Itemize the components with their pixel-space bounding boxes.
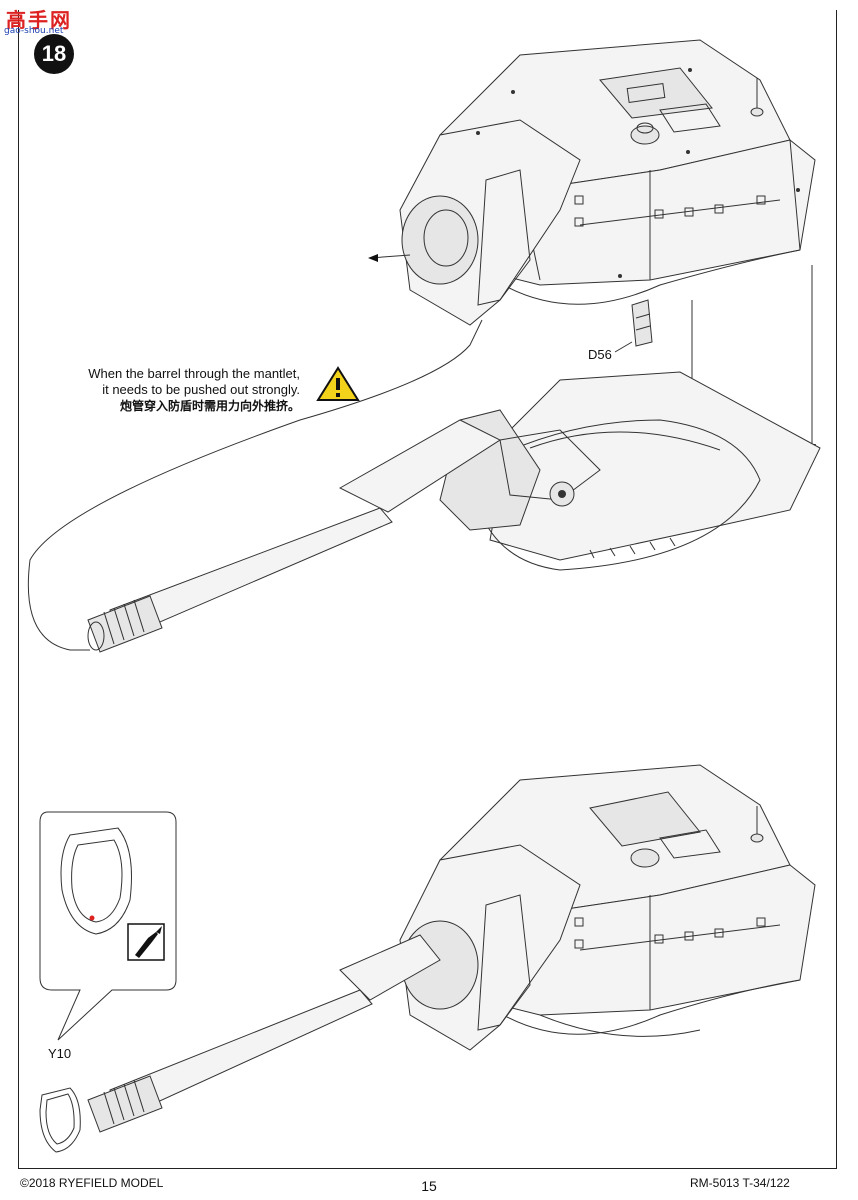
frame-left — [18, 10, 19, 1168]
watermark-logo: 高手网 gao-shou.net — [2, 2, 80, 36]
note-line-2: it needs to be pushed out strongly. — [102, 382, 300, 397]
footer-product-code: RM-5013 T-34/122 — [690, 1176, 790, 1190]
muzzle-brake — [87, 595, 163, 653]
note-leader-line — [27, 319, 483, 651]
mantlet-opening — [401, 195, 479, 285]
part-label-y10: Y10 — [48, 1046, 72, 1061]
turret-final-assembly — [87, 764, 816, 1133]
frame-bottom — [18, 1168, 837, 1169]
page-number: 15 — [421, 1178, 437, 1194]
note-line-3-chinese: 炮管穿入防盾时需用力向外推挤。 — [119, 399, 300, 413]
warning-icon — [316, 366, 360, 401]
gun-barrel-mid — [87, 419, 502, 653]
gun-cradle-sleeve — [338, 419, 502, 513]
watermark-sub-text: gao-shou.net — [4, 26, 64, 36]
watermark-main-text: 高手网 — [6, 8, 72, 32]
frame-right — [836, 10, 837, 1168]
step-number-badge: 18 — [34, 34, 74, 74]
commander-cupola — [630, 125, 660, 145]
hobby-knife-icon — [127, 923, 165, 961]
part-d56 — [614, 299, 653, 353]
part-label-d56: D56 — [588, 347, 612, 362]
footer-copyright: ©2018 RYEFIELD MODEL — [20, 1176, 164, 1190]
assembly-note: When the barrel through the mantlet, it … — [60, 366, 300, 414]
part-y10-ring — [39, 1087, 81, 1153]
final-muzzle-brake — [87, 1075, 163, 1133]
turret-hatch — [599, 67, 713, 119]
note-line-1: When the barrel through the mantlet, — [88, 366, 300, 381]
final-commander-cupola — [630, 848, 660, 868]
detail-callout — [39, 811, 177, 1041]
turret-lower-assembly — [439, 371, 821, 571]
turret-floor — [489, 371, 821, 561]
turret-top-assembly — [368, 39, 816, 326]
